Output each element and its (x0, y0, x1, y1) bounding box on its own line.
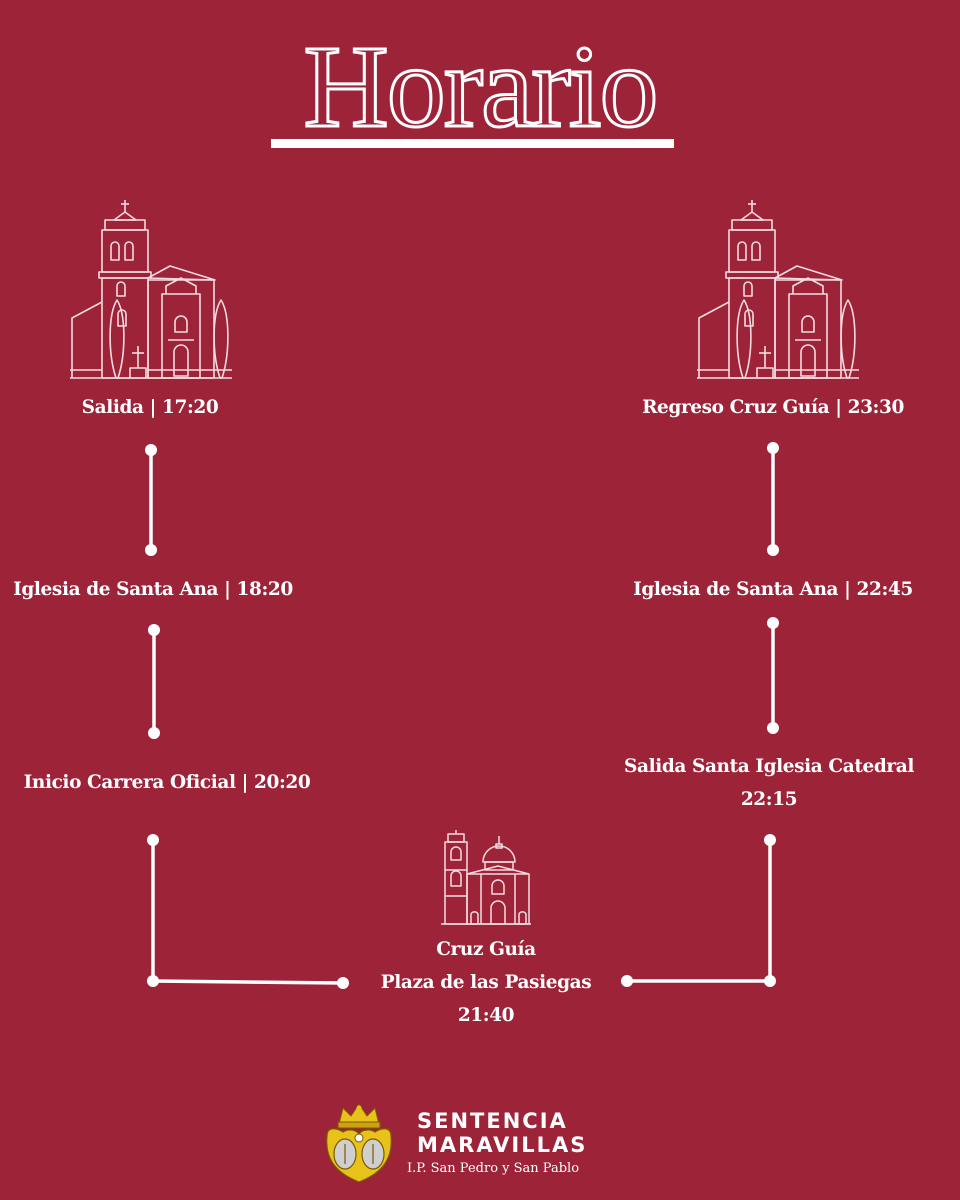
brand-subtitle: I.P. San Pedro y San Pablo (407, 1161, 580, 1176)
church-icon (70, 200, 232, 379)
stop-cruz-guia-label: Cruz Guía (436, 939, 536, 960)
stop-catedral-time-label: 22:15 (740, 789, 798, 810)
crest-logo (326, 1103, 392, 1183)
stop-santa-ana-ida-label: Iglesia de Santa Ana | 18:20 (13, 579, 293, 600)
stop-carrera-oficial-label: Inicio Carrera Oficial | 20:20 (23, 772, 311, 793)
stop-santa-ana-vuelta-label: Iglesia de Santa Ana | 22:45 (633, 579, 913, 600)
stop-regreso-label: Regreso Cruz Guía | 23:30 (642, 397, 904, 418)
brand-line-1: SENTENCIA (417, 1109, 568, 1133)
stop-cruz-guia-place-label: Plaza de las Pasiegas (380, 972, 592, 993)
title-underline (271, 139, 674, 148)
stop-catedral-label: Salida Santa Iglesia Catedral (624, 756, 914, 777)
cathedral-icon (441, 830, 531, 925)
stop-cruz-guia-time-label: 21:40 (457, 1005, 515, 1026)
brand-name: SENTENCIA MARAVILLAS (417, 1109, 587, 1157)
stop-salida-label: Salida | 17:20 (81, 397, 219, 418)
page-title: Horario (302, 21, 660, 152)
brand-line-2: MARAVILLAS (417, 1133, 588, 1157)
church-icon (697, 200, 859, 379)
